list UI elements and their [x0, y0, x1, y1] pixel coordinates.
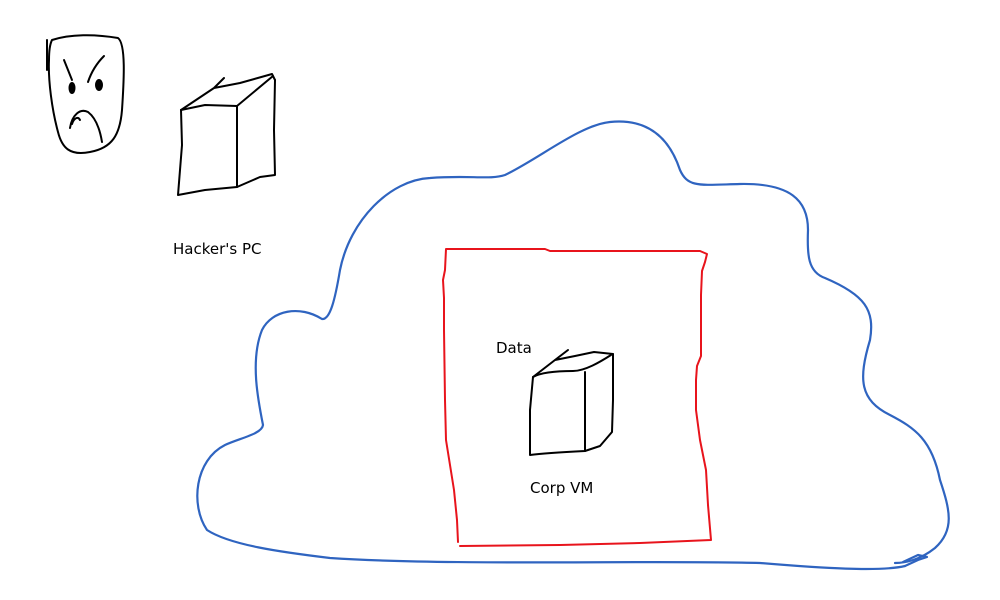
security-boundary: [442, 248, 712, 547]
corp-vm-label: Corp VM: [530, 479, 594, 497]
cloud-end-stroke: [901, 553, 929, 568]
angry-face-icon: [46, 34, 125, 154]
hackers-pc-label: Hacker's PC: [173, 240, 262, 258]
corp-vm-icon: [529, 349, 614, 456]
hackers-pc-icon: [177, 73, 276, 196]
cloud-outline: [196, 120, 950, 571]
data-label: Data: [496, 339, 532, 357]
